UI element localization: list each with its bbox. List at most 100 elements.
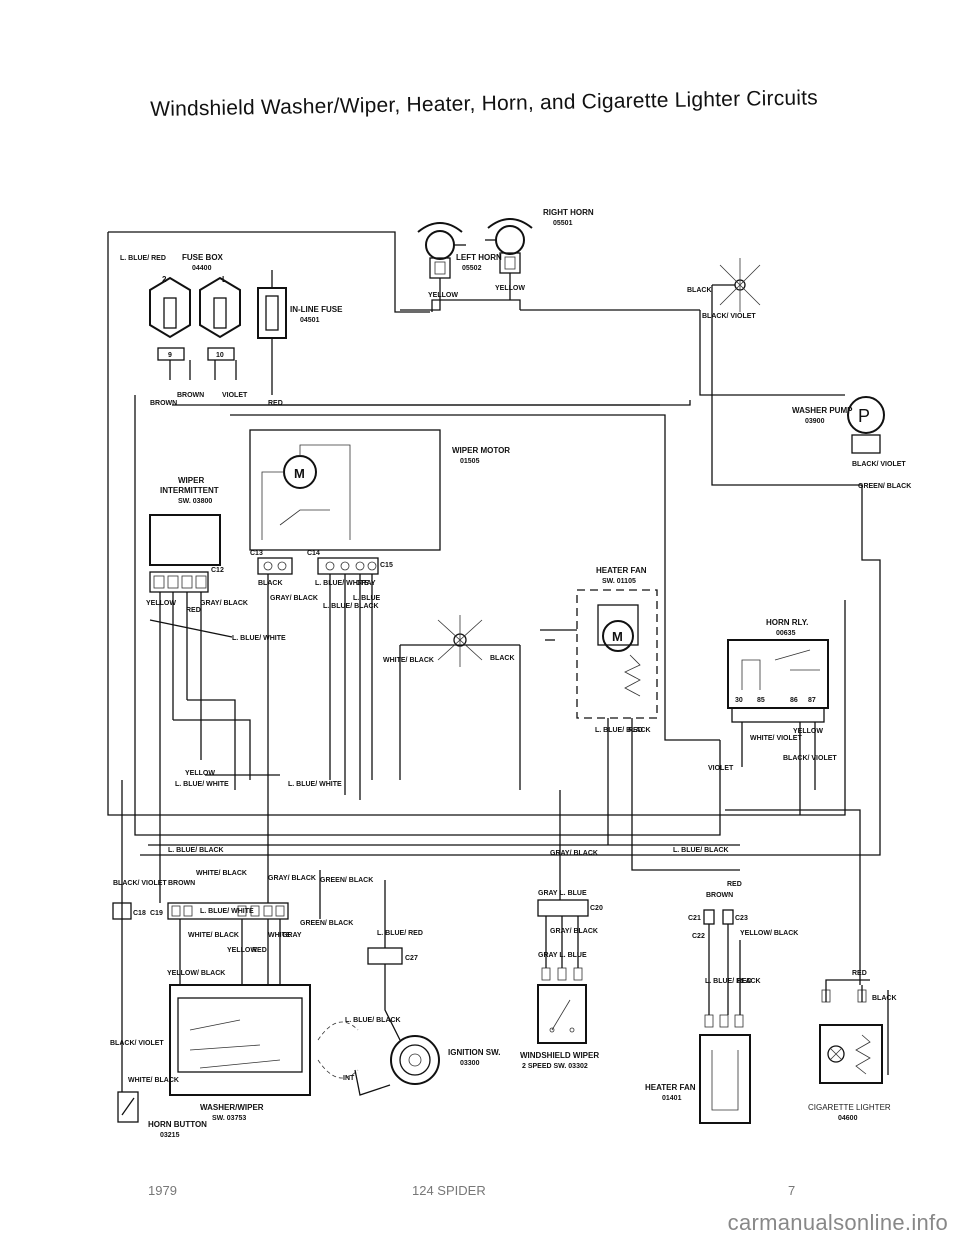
hfs-motor-symbol: M (612, 629, 623, 644)
wws2-label: WINDSHIELD WIPER (520, 1051, 599, 1060)
c22-label: C22 (692, 933, 705, 940)
wm-wire-black: BLACK (258, 580, 283, 587)
c27-label: C27 (405, 955, 418, 962)
relay-wire-violet: VIOLET (708, 765, 734, 772)
relay-pin-85: 85 (757, 697, 765, 704)
horn-button: HORN BUTTON 03215 (117, 1091, 207, 1139)
fuse-wire-violet: VIOLET (222, 392, 248, 399)
wm-wire-lblue-white: L. BLUE/ WHITE (315, 580, 369, 587)
lo-green-black: GREEN/ BLACK (320, 877, 373, 884)
wp-wire-black: BLACK (687, 287, 712, 294)
frame-wires (107, 231, 881, 985)
cigarette-lighter: CIGARETTE LIGHTER 04600 (808, 979, 891, 1122)
lo-gray-lblue: GRAY L. BLUE (538, 890, 587, 897)
lo-gray: GRAY (282, 932, 302, 939)
fuse-pin-10: 10 (216, 352, 224, 359)
ignition-label: IGNITION SW. (448, 1048, 500, 1057)
wi-wire-gray-black: GRAY/ BLACK (200, 600, 248, 607)
wpump-wire-green-black: GREEN/ BLACK (858, 483, 911, 490)
fuse-wire-brown-b: BROWN (177, 392, 204, 399)
wi-label-1: INTERMITTENT (160, 486, 219, 495)
relay-pin-87: 87 (808, 697, 816, 704)
lo-brown-2: BROWN (706, 892, 733, 899)
heater-fan-code: 01401 (662, 1095, 682, 1102)
horn-button-code: 03215 (160, 1132, 180, 1139)
mid-wire-yellow: YELLOW (185, 770, 215, 777)
wi-wire-lblue-white: L. BLUE/ WHITE (232, 635, 286, 642)
right-horn-label: RIGHT HORN (543, 208, 594, 217)
wi-wire-red: RED (186, 607, 201, 614)
ignition-switch: IGNITION SW. 03300 (354, 964, 500, 1096)
lo-white-black-3: WHITE/ BLACK (128, 1077, 179, 1084)
lower-labels: L. BLUE/ BLACK BLACK/ VIOLET BROWN WHITE… (110, 847, 897, 1084)
fusebox-label: FUSE BOX (182, 253, 224, 262)
fuse-pin-9: 9 (168, 352, 172, 359)
lo-lblue-black-2: L. BLUE/ BLACK (673, 847, 729, 854)
cigarette-lighter-label: CIGARETTE LIGHTER (808, 1103, 891, 1112)
wiper-motor: M WIPER MOTOR 01505 C13 C14 C15 BLACK L.… (249, 429, 510, 800)
washer-pump-symbol: P (858, 406, 870, 426)
hfs-code: SW. 01105 (602, 578, 636, 585)
washer-wiper-switch: WASHER/WIPER SW. 03753 (169, 984, 359, 1122)
hfs-label: HEATER FAN (596, 566, 647, 575)
fuse-box: L. BLUE/ RED FUSE BOX 04400 2 L 9 10 BRO… (120, 253, 248, 407)
footer-page-number: 7 (788, 1183, 796, 1198)
fuse-pin-2: 2 (162, 275, 167, 284)
connector-c27: C27 (367, 947, 418, 965)
c19-label: C19 (150, 910, 163, 917)
washer-pump: WASHER PUMP 03900 P BLACK/ VIOLET GREEN/… (792, 396, 911, 490)
left-horn: LEFT HORN 05502 YELLOW (400, 222, 502, 311)
lo-yellow-black-2: YELLOW/ BLACK (740, 930, 798, 937)
lo-brown: BROWN (168, 880, 195, 887)
wm-wire-gray: GRAY (356, 580, 376, 587)
connector-c20: C20 (537, 899, 603, 917)
wp-wire-black-violet: BLACK/ VIOLET (702, 313, 756, 320)
left-horn-wire: YELLOW (428, 292, 458, 299)
cigarette-lighter-code: 04600 (838, 1115, 858, 1122)
inline-fuse-label: IN-LINE FUSE (290, 305, 343, 314)
lo-gray-black-2: GRAY/ BLACK (550, 850, 598, 857)
horn-relay: HORN RLY. 00635 30 85 86 87 YELLOW WHITE… (708, 618, 837, 815)
lo-red-3: RED (737, 978, 752, 985)
wm-wire-gray-black: GRAY/ BLACK (270, 595, 318, 602)
lo-red-2: RED (727, 881, 742, 888)
lo-black-violet-2: BLACK/ VIOLET (110, 1040, 164, 1047)
lo-gray-black: GRAY/ BLACK (268, 875, 316, 882)
relay-pin-86: 86 (790, 697, 798, 704)
fusebox-wire-top: L. BLUE/ RED (120, 255, 166, 262)
lo-lblue-black-3: L. BLUE/ BLACK (705, 978, 761, 985)
inline-fuse: IN-LINE FUSE 04501 RED (257, 270, 343, 407)
c14-label: C14 (307, 550, 320, 557)
relay-wire-black-violet: BLACK/ VIOLET (783, 755, 837, 762)
lo-red: RED (252, 947, 267, 954)
connector-c18: C18 (112, 902, 146, 920)
washer-pump-code: 03900 (805, 418, 825, 425)
c18-label: C18 (133, 910, 146, 917)
footer-model: 124 SPIDER (412, 1183, 486, 1198)
c15-label: C15 (380, 562, 393, 569)
horn-button-label: HORN BUTTON (148, 1120, 207, 1129)
wws2-code: 2 SPEED SW. 03302 (522, 1063, 588, 1070)
c13-label: C13 (250, 550, 263, 557)
ignition-code: 03300 (460, 1060, 480, 1067)
hf-wire-black: BLACK (490, 655, 515, 662)
wi-label-0: WIPER (178, 476, 204, 485)
wi-wire-yellow: YELLOW (146, 600, 176, 607)
mid-wire-lblue-white-2: L. BLUE/ WHITE (288, 781, 342, 788)
lo-yellow-black: YELLOW/ BLACK (167, 970, 225, 977)
hf-wire-white-black: WHITE/ BLACK (383, 657, 434, 664)
right-horn: RIGHT HORN 05501 YELLOW (485, 208, 594, 300)
fuse-pin-l: L (222, 275, 227, 284)
wi-label-2: SW. 03800 (178, 498, 212, 505)
connector-c19: C19 (150, 902, 289, 920)
right-horn-wire: YELLOW (495, 285, 525, 292)
washer-pump-label: WASHER PUMP (792, 406, 853, 415)
left-horn-label: LEFT HORN (456, 253, 502, 262)
lo-green-black-2: GREEN/ BLACK (300, 920, 353, 927)
lo-gray-black-3: GRAY/ BLACK (550, 928, 598, 935)
fusebox-code: 04400 (192, 265, 212, 272)
mid-wire-lblue-white: L. BLUE/ WHITE (175, 781, 229, 788)
c23-label: C23 (735, 915, 748, 922)
lo-lblue-white: L. BLUE/ WHITE (200, 908, 254, 915)
